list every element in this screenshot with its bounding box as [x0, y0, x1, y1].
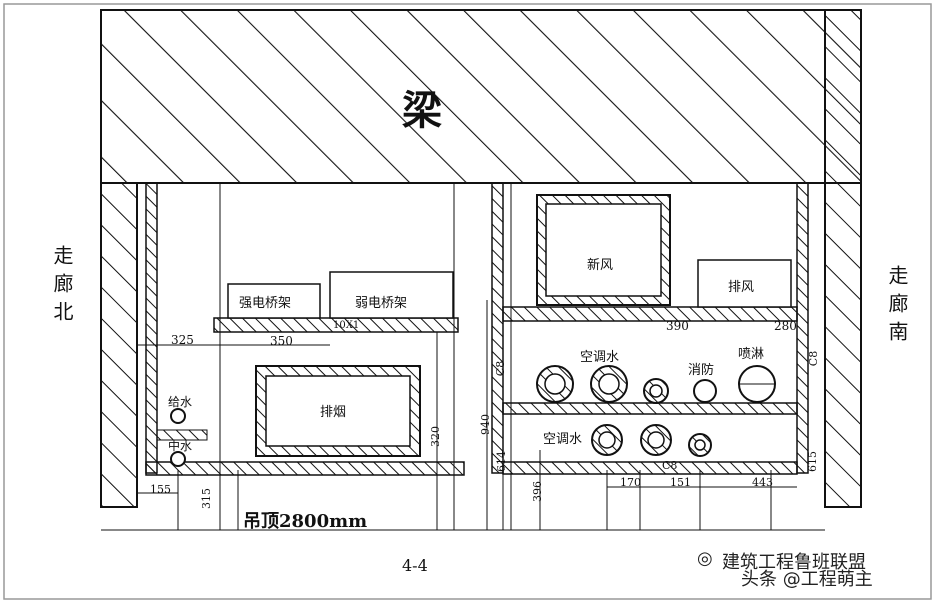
exhaust-air-duct [697, 259, 792, 308]
lower-pipe-row [591, 424, 712, 457]
dim-280: 280 [774, 319, 797, 333]
strong-tray-label: 强电桥架 [239, 296, 292, 311]
right-wall [824, 9, 862, 508]
watermark-line1: 建筑工程鲁班联盟 [722, 552, 866, 573]
dim-10x1-upper: 10X1 [333, 320, 360, 331]
outer-frame [3, 3, 932, 600]
dim-155: 155 [150, 483, 171, 496]
right-support-frame [486, 182, 809, 530]
smoke-exhaust-label: 排烟 [320, 405, 347, 420]
left-wall [100, 182, 138, 508]
upper-pipe-row [536, 365, 776, 404]
south-corridor-label: 走廊南 [885, 265, 909, 349]
dim-c8-left: C8 [494, 360, 508, 377]
dim-443: 443 [752, 476, 773, 489]
dimension-lines [101, 182, 825, 531]
dim-396: 396 [531, 481, 544, 502]
water-pipes-left [156, 408, 208, 467]
ac-water-upper-label: 空调水 [580, 350, 620, 365]
dim-151: 151 [670, 476, 691, 489]
left-support-frame [145, 182, 465, 530]
dim-325: 325 [171, 333, 194, 347]
sprinkler-label: 喷淋 [738, 347, 765, 362]
weak-tray-label: 弱电桥架 [355, 296, 408, 311]
watermark-line2: 头条 @工程萌主 [741, 569, 873, 590]
dim-c8-lower: C8 [662, 459, 678, 472]
weak-tray-box [329, 271, 454, 319]
dim-390: 390 [666, 319, 689, 333]
dim-940: 940 [479, 414, 492, 435]
dim-350: 350 [270, 334, 293, 348]
dim-170: 170 [620, 476, 641, 489]
dim-320: 320 [429, 426, 442, 447]
reclaimed-water-label: 中水 [168, 439, 193, 453]
beam-label: 梁 [402, 87, 442, 134]
fire-protection-label: 消防 [688, 363, 715, 378]
exhaust-air-label: 排风 [728, 280, 755, 295]
ac-water-lower-label: 空调水 [543, 432, 583, 447]
dim-614: 614 [495, 451, 508, 472]
water-supply-label: 给水 [168, 395, 193, 409]
section-label: 4-4 [402, 556, 428, 575]
beam [100, 9, 862, 184]
dim-c8-right: C8 [807, 350, 821, 367]
dim-615: 615 [806, 451, 819, 472]
ceiling-label: 吊顶2800mm [243, 511, 368, 532]
smoke-exhaust-duct [255, 365, 421, 457]
dim-315: 315 [200, 488, 213, 509]
wechat-icon: ◎ [697, 548, 713, 569]
fresh-air-label: 新风 [587, 258, 614, 273]
strong-tray-box [227, 283, 321, 319]
north-corridor-label: 走廊北 [50, 245, 74, 329]
fresh-air-duct [536, 194, 671, 306]
